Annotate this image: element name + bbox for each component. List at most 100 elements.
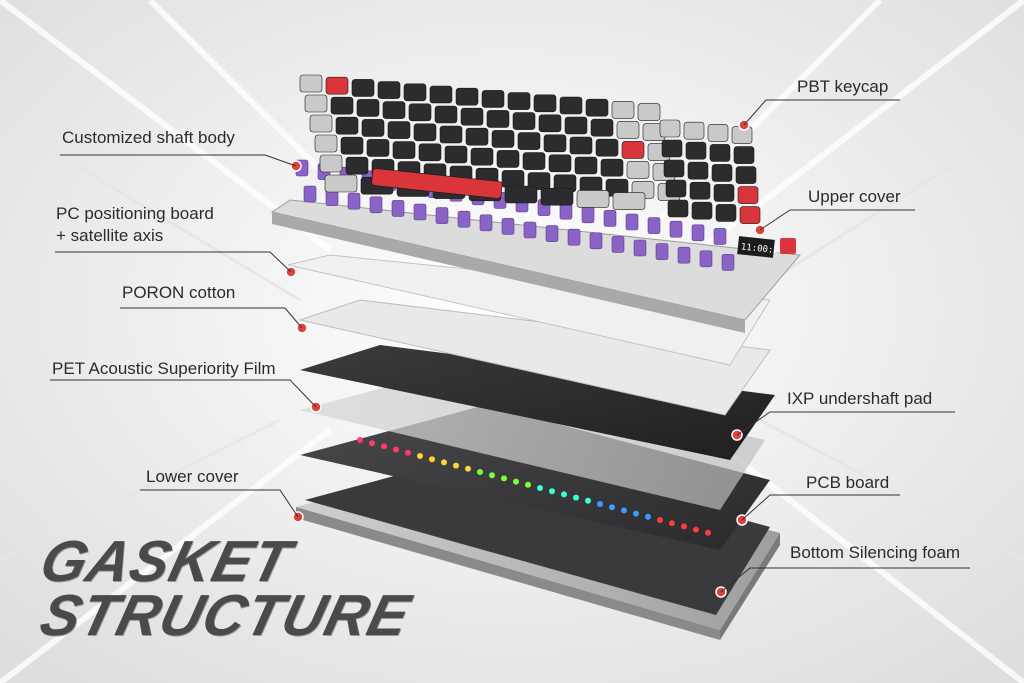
keycap <box>309 114 333 133</box>
keycap <box>330 96 354 115</box>
keycap <box>361 119 385 137</box>
rgb-led <box>645 513 651 520</box>
switch <box>691 224 705 242</box>
numpad-keycap <box>733 146 755 164</box>
keycap <box>595 138 619 157</box>
keycap <box>637 103 661 121</box>
keycap <box>612 192 646 210</box>
label-pbt-keycap: PBT keycap <box>797 77 889 96</box>
keycap <box>324 174 358 193</box>
rgb-led <box>561 491 567 498</box>
keycap-set <box>299 74 761 224</box>
keycap <box>319 154 343 173</box>
rgb-led <box>453 462 459 469</box>
keycap <box>455 87 479 106</box>
numpad-keycap <box>707 124 729 142</box>
keycap <box>585 98 609 117</box>
keycap <box>548 154 572 173</box>
rgb-led <box>429 456 435 463</box>
numpad-keycap <box>709 144 731 162</box>
keycap <box>325 76 349 95</box>
keycap <box>491 130 515 148</box>
switch <box>567 228 581 246</box>
keycap <box>486 110 510 128</box>
keycap <box>501 170 525 188</box>
rgb-led <box>681 523 687 530</box>
rgb-led <box>501 475 507 482</box>
switch <box>677 246 691 264</box>
bottom-foam-layer <box>305 450 770 615</box>
keycap <box>517 132 541 150</box>
label-bottom-foam: Bottom Silencing foam <box>790 543 961 562</box>
numpad-keycap <box>663 159 685 178</box>
rgb-led <box>477 469 483 475</box>
rgb-led <box>573 494 579 501</box>
numpad-keycap <box>739 206 761 224</box>
keycap <box>496 150 520 168</box>
switch <box>545 225 559 242</box>
switch <box>523 221 537 239</box>
switch <box>603 210 617 227</box>
switch <box>391 200 405 217</box>
numpad-keycap <box>665 179 687 198</box>
keycap <box>527 172 551 190</box>
switch <box>303 185 317 203</box>
keycap <box>540 187 574 206</box>
pc-board-layer <box>287 254 771 366</box>
keycap <box>470 147 494 166</box>
keycap <box>574 156 598 175</box>
label-ixp-pad: IXP undershaft pad <box>787 389 933 408</box>
rgb-led <box>669 520 675 527</box>
switch <box>713 228 727 245</box>
keycap <box>387 121 411 139</box>
upper-cover-layer: 11:00:26 <box>270 199 801 333</box>
keycap <box>345 156 369 175</box>
keycap <box>611 101 635 119</box>
keycap <box>340 136 364 155</box>
pet-film-layer <box>300 370 765 510</box>
keycap <box>576 190 610 208</box>
numpad-keycap <box>711 164 733 182</box>
keycap <box>616 121 640 139</box>
rgb-led <box>441 459 447 466</box>
label-pc-board-line1: PC positioning board <box>56 204 214 223</box>
spacebar-keycap <box>371 168 503 199</box>
switch <box>369 196 383 214</box>
switch <box>589 232 603 250</box>
switch <box>413 203 427 221</box>
keycap <box>512 112 536 130</box>
label-lower-cover: Lower cover <box>146 467 239 486</box>
switch <box>669 220 683 238</box>
keycap <box>569 136 593 155</box>
switch <box>647 217 661 234</box>
rgb-led <box>621 507 627 514</box>
keycap <box>392 141 416 159</box>
keycap <box>522 152 546 170</box>
rgb-led <box>693 526 699 533</box>
keycap <box>538 114 562 133</box>
numpad-keycap <box>689 181 711 200</box>
numpad-keycap <box>713 184 735 202</box>
keycap <box>543 134 567 153</box>
numpad-keycap <box>737 186 759 204</box>
rgb-led <box>405 449 411 456</box>
leader-lines <box>50 99 970 593</box>
keycap <box>481 90 505 108</box>
rgb-led <box>465 465 471 472</box>
switch <box>625 213 639 231</box>
keycap <box>377 81 401 99</box>
keycap <box>335 116 359 135</box>
numpad-keycap <box>659 119 681 138</box>
ixp-pad-layer <box>300 345 775 460</box>
keycap <box>304 94 328 113</box>
numpad-keycap <box>715 204 737 222</box>
rgb-led <box>633 510 639 517</box>
numpad-keycap <box>691 201 713 220</box>
switch <box>479 214 493 232</box>
switch <box>721 254 735 271</box>
switch <box>559 202 573 220</box>
pcb-board-layer <box>300 405 770 550</box>
numpad-keycap <box>685 141 707 160</box>
display-readout: 11:00:26 <box>740 242 784 256</box>
numpad-keycap <box>683 121 705 140</box>
